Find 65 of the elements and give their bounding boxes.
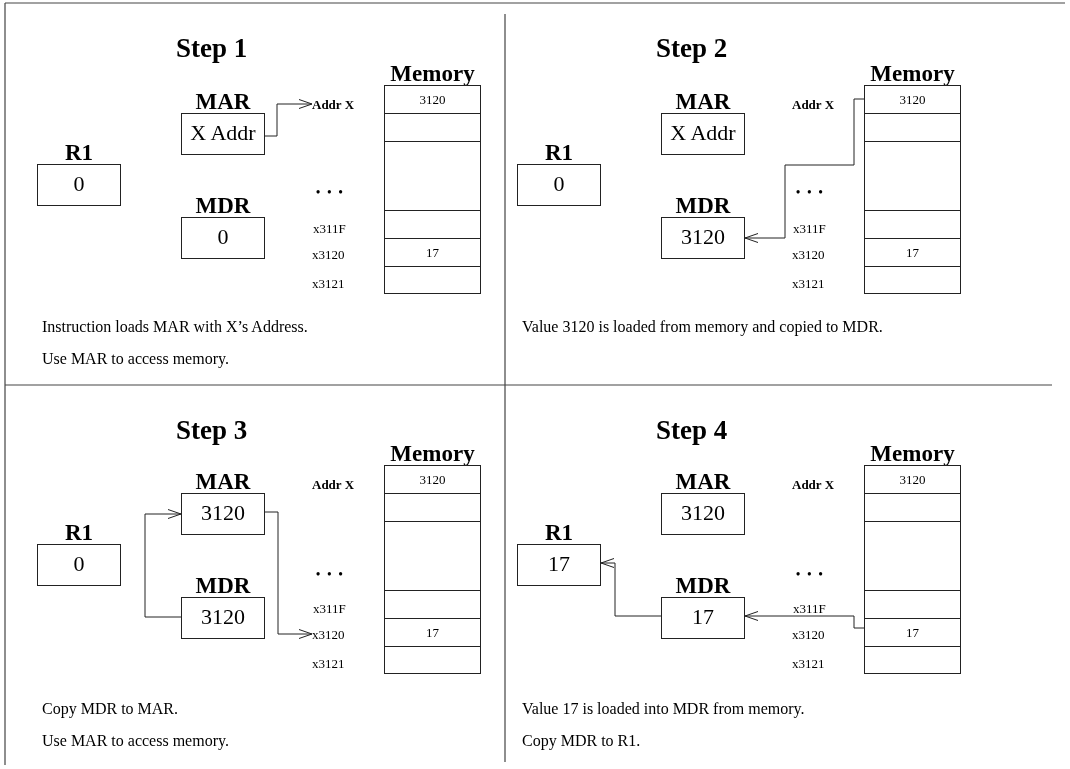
address-label: Addr X	[792, 476, 844, 492]
address-label: x3121	[792, 275, 838, 291]
register-value: 17	[691, 606, 715, 628]
register-name: R1	[544, 521, 574, 544]
register-name: R1	[64, 521, 94, 544]
address-label: x3120	[312, 246, 358, 262]
register-value: X Addr	[669, 122, 737, 144]
register-name: MAR	[195, 90, 251, 113]
memory-title: Memory	[390, 62, 475, 85]
step-description: Use MAR to access memory.	[42, 731, 229, 751]
address-label: x3121	[312, 655, 358, 671]
address-label: x3120	[792, 246, 838, 262]
register-value: 0	[552, 173, 566, 195]
ellipsis: • • •	[796, 568, 825, 580]
memory-title: Memory	[870, 442, 955, 465]
ellipsis: • • •	[796, 186, 825, 198]
step-description: Value 3120 is loaded from memory and copied to MDR.	[522, 317, 883, 337]
address-label: Addr X	[792, 96, 844, 112]
register-value: X Addr	[189, 122, 257, 144]
arrow	[264, 511, 313, 639]
address-label: x3121	[792, 655, 838, 671]
address-label: x3120	[312, 626, 358, 642]
register-name: MDR	[195, 574, 251, 597]
register-name: MAR	[675, 470, 731, 493]
register-name: MDR	[675, 194, 731, 217]
step-description: Instruction loads MAR with X’s Address.	[42, 317, 308, 337]
step-description: Use MAR to access memory.	[42, 349, 229, 369]
ellipsis: • • •	[316, 186, 345, 198]
address-label: x311F	[793, 600, 837, 616]
step-title: Step 1	[176, 35, 248, 62]
register-value: 0	[72, 173, 86, 195]
register-value: 17	[547, 553, 571, 575]
register-name: MAR	[195, 470, 251, 493]
step-description: Copy MDR to R1.	[522, 731, 641, 751]
step-title: Step 3	[176, 417, 248, 444]
arrow	[144, 509, 182, 618]
step-title: Step 4	[656, 417, 728, 444]
address-label: x3121	[312, 275, 358, 291]
register-value: 3120	[680, 226, 726, 248]
address-label: x3120	[792, 626, 838, 642]
arrow	[744, 98, 865, 243]
address-label: Addr X	[312, 96, 364, 112]
arrow	[744, 611, 865, 629]
step-title: Step 2	[656, 35, 728, 62]
register-value: 0	[216, 226, 230, 248]
step-description: Value 17 is loaded into MDR from memory.	[522, 699, 805, 719]
memory-title: Memory	[870, 62, 955, 85]
memory-title: Memory	[390, 442, 475, 465]
register-name: MDR	[675, 574, 731, 597]
register-name: MDR	[195, 194, 251, 217]
step-description: Copy MDR to MAR.	[42, 699, 179, 719]
register-value: 0	[72, 553, 86, 575]
arrow	[600, 558, 662, 617]
register-value: 3120	[680, 502, 726, 524]
register-name: R1	[544, 141, 574, 164]
register-name: MAR	[675, 90, 731, 113]
ellipsis: • • •	[316, 568, 345, 580]
address-label: Addr X	[312, 476, 364, 492]
register-value: 3120	[200, 606, 246, 628]
address-label: x311F	[313, 220, 357, 236]
register-name: R1	[64, 141, 94, 164]
arrow	[264, 99, 313, 137]
address-label: x311F	[793, 220, 837, 236]
register-value: 3120	[200, 502, 246, 524]
address-label: x311F	[313, 600, 357, 616]
